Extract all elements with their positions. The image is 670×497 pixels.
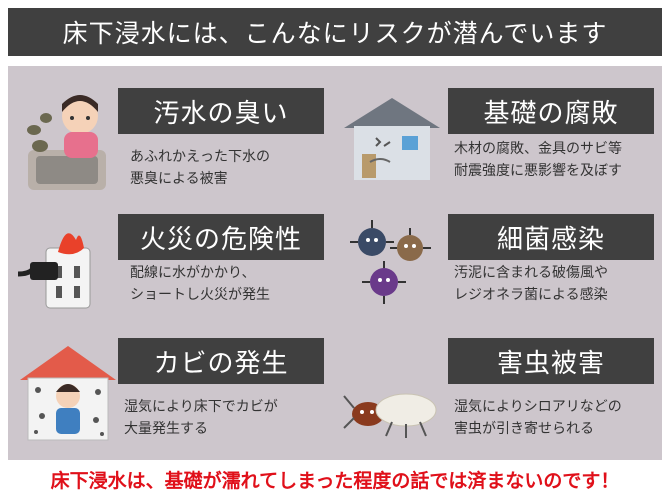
desc-line: レジオネラ菌による感染 — [454, 287, 608, 303]
sewage-smell-illustration-icon — [27, 95, 106, 190]
damaged-house-illustration-icon — [344, 98, 440, 180]
desc-line: 悪臭による被害 — [130, 171, 228, 187]
page-title: 床下浸水には、こんなにリスクが潜んでいます — [8, 8, 662, 56]
desc-line: 汚泥に含まれる破傷風や — [454, 265, 608, 281]
risk-desc-mold: 湿気により床下でカビが 大量発生する — [124, 396, 278, 440]
risk-title-sewage-smell: 汚水の臭い — [118, 88, 324, 134]
risk-desc-pest-damage: 湿気によりシロアリなどの 害虫が引き寄せられる — [454, 396, 622, 440]
risk-title-pest-damage-text: 害虫被害 — [496, 348, 605, 379]
desc-line: ショートし火災が発生 — [130, 287, 270, 303]
warning-footer: 床下浸水は、基礎が濡れてしまった程度の話では済まないのです！ — [0, 464, 670, 494]
risk-title-mold-text: カビの発生 — [153, 348, 289, 379]
warning-footer-text: 床下浸水は、基礎が濡れてしまった程度の話では済まないのです！ — [50, 469, 620, 492]
risk-title-fire-hazard: 火災の危険性 — [118, 214, 324, 260]
risk-title-bacterial-infection: 細菌感染 — [448, 214, 654, 260]
desc-line: 配線に水がかかり、 — [130, 265, 256, 281]
risk-title-foundation-decay: 基礎の腐敗 — [448, 88, 654, 134]
risk-panel: 汚水の臭い あふれかえった下水の 悪臭による被害 基礎の腐敗 木材の腐敗、金具の… — [8, 66, 662, 460]
outlet-fire-illustration-icon — [18, 233, 91, 309]
risk-title-bacterial-infection-text: 細菌感染 — [496, 224, 605, 255]
risk-desc-foundation-decay: 木材の腐敗、金具のサビ等 耐震強度に悪影響を及ぼす — [454, 138, 622, 182]
desc-line: 湿気によりシロアリなどの — [454, 399, 622, 415]
page-title-text: 床下浸水には、こんなにリスクが潜んでいます — [62, 19, 608, 48]
desc-line: 湿気により床下でカビが — [124, 399, 278, 415]
risk-desc-fire-hazard: 配線に水がかかり、 ショートし火災が発生 — [130, 262, 270, 306]
desc-line: あふれかえった下水の — [130, 149, 270, 165]
desc-line: 耐震強度に悪影響を及ぼす — [454, 163, 622, 179]
risk-title-mold: カビの発生 — [118, 338, 324, 384]
risk-title-pest-damage: 害虫被害 — [448, 338, 654, 384]
risk-desc-sewage-smell: あふれかえった下水の 悪臭による被害 — [130, 146, 270, 190]
desc-line: 木材の腐敗、金具のサビ等 — [454, 141, 622, 157]
moldy-house-illustration-icon — [20, 346, 116, 441]
desc-line: 害虫が引き寄せられる — [454, 421, 594, 437]
risk-title-fire-hazard-text: 火災の危険性 — [139, 224, 302, 255]
risk-desc-bacterial-infection: 汚泥に含まれる破傷風や レジオネラ菌による感染 — [454, 262, 608, 306]
germs-illustration-icon — [350, 220, 431, 304]
termite-illustration-icon — [343, 393, 437, 438]
risk-title-foundation-decay-text: 基礎の腐敗 — [483, 98, 619, 129]
desc-line: 大量発生する — [124, 421, 208, 437]
risk-title-sewage-smell-text: 汚水の臭い — [153, 98, 289, 129]
